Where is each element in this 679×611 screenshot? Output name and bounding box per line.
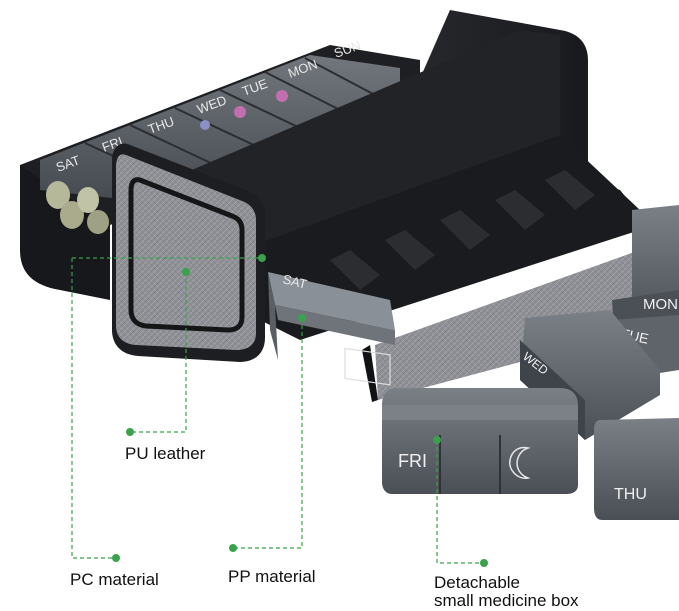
fri-box-label: FRI bbox=[398, 451, 427, 471]
sat-box-in-tray: SAT bbox=[268, 271, 395, 386]
sat-box-label: SAT bbox=[281, 271, 308, 291]
detachable-label-line2: small medicine box bbox=[434, 591, 579, 610]
leather-end-cap bbox=[112, 143, 265, 362]
pu-leather-label: PU leather bbox=[125, 444, 206, 463]
pc-material-label: PC material bbox=[70, 570, 159, 589]
thu-box-label: THU bbox=[614, 486, 647, 503]
detachable-boxes: MON TUE WED THU FRI bbox=[382, 205, 679, 520]
fri-box: FRI bbox=[382, 388, 578, 494]
thu-box: THU bbox=[594, 418, 679, 520]
pills bbox=[46, 90, 288, 234]
tray-dividers bbox=[330, 170, 595, 290]
pp-material-label: PP material bbox=[228, 567, 316, 586]
detachable-label-line1: Detachable bbox=[434, 573, 521, 592]
mon-box-label: MON bbox=[643, 296, 678, 313]
callout-leaders bbox=[71, 254, 488, 567]
leather-side-panel bbox=[375, 250, 640, 400]
moon-icon bbox=[509, 446, 531, 479]
